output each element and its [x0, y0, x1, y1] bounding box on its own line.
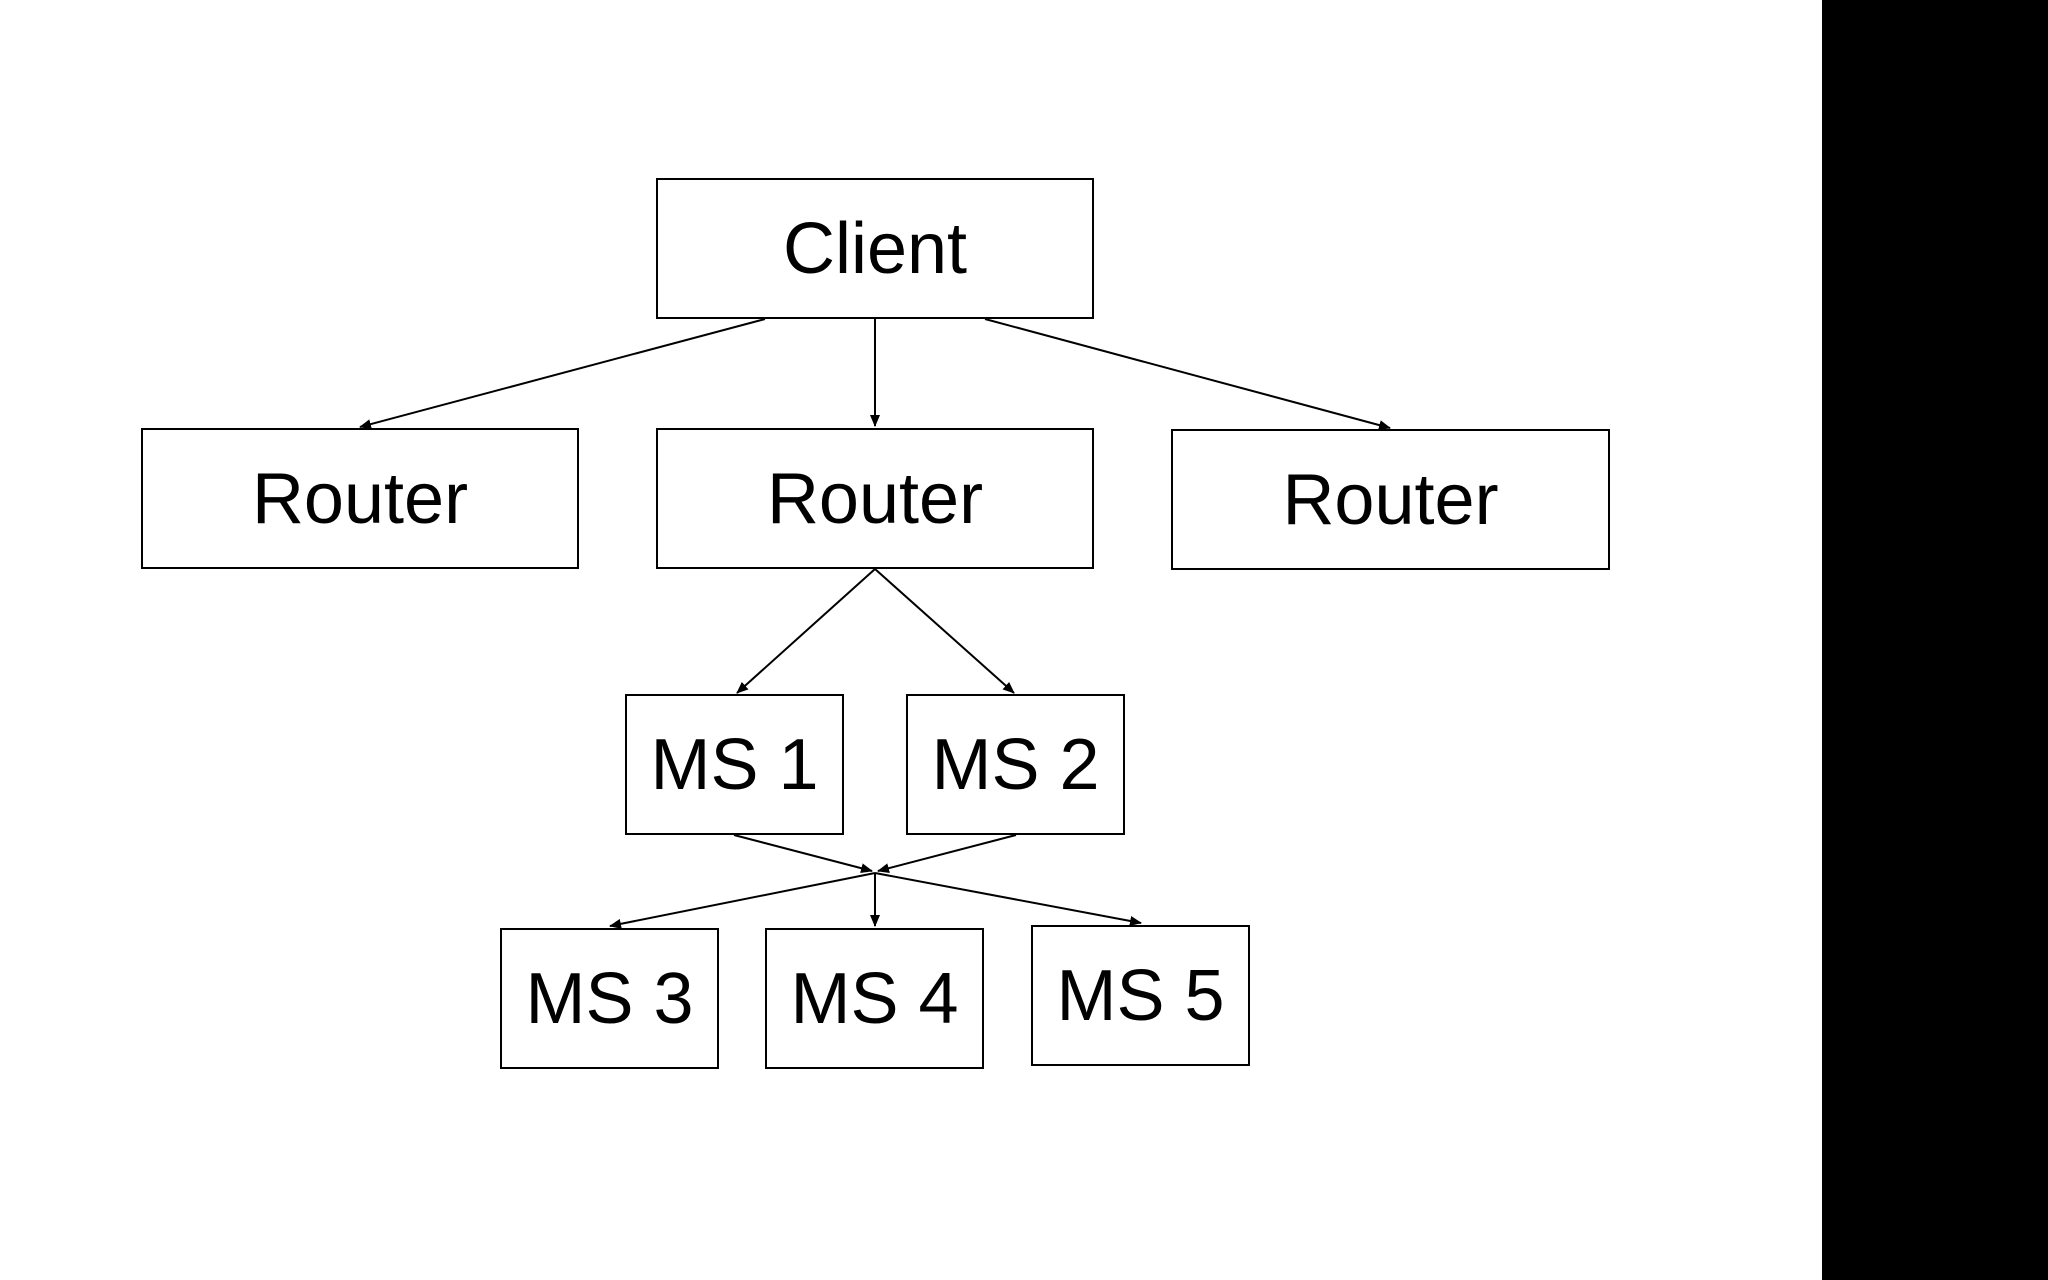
node-ms2: MS 2 [906, 694, 1125, 835]
node-ms5: MS 5 [1031, 925, 1250, 1066]
node-ms2-label: MS 2 [931, 724, 1100, 805]
edge-ms2-junction [877, 834, 1017, 874]
node-router-center: Router [656, 428, 1094, 569]
node-router-right: Router [1171, 429, 1610, 570]
side-black-bar [1822, 0, 2048, 1280]
edge-router2-ms2 [874, 568, 1015, 694]
node-ms4-label: MS 4 [790, 958, 959, 1039]
edge-client-router1 [359, 318, 766, 429]
edge-client-router3 [984, 318, 1391, 430]
edge-junction-ms3 [609, 872, 876, 929]
node-client-label: Client [782, 208, 968, 289]
node-ms3: MS 3 [500, 928, 719, 1069]
edge-ms1-junction [733, 834, 873, 874]
node-ms4: MS 4 [765, 928, 984, 1069]
edge-junction-ms5 [874, 872, 1142, 926]
edge-router2-ms1 [736, 568, 876, 694]
node-router-center-label: Router [766, 458, 984, 539]
node-ms5-label: MS 5 [1056, 955, 1225, 1036]
node-ms1-label: MS 1 [650, 724, 819, 805]
node-router-left: Router [141, 428, 579, 569]
node-ms3-label: MS 3 [525, 958, 694, 1039]
node-client: Client [656, 178, 1094, 319]
node-router-right-label: Router [1282, 459, 1499, 540]
node-router-left-label: Router [251, 458, 469, 539]
node-ms1: MS 1 [625, 694, 844, 835]
